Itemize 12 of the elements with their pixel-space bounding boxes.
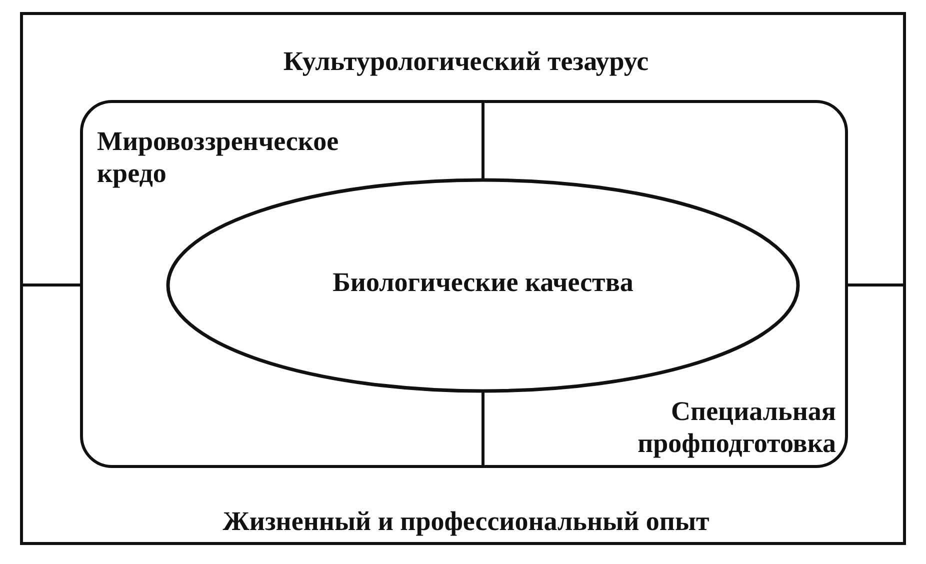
node-label: Культурологический тезаурус [282, 45, 650, 78]
node-label: Специальная профподготовка [636, 395, 836, 460]
connector-line [482, 100, 484, 180]
outer-frame [20, 12, 906, 545]
connector-line [848, 284, 906, 286]
node-label: Жизненный и профессиональный опыт [222, 505, 710, 538]
node-label: Биологические качества [332, 266, 634, 298]
connector-line [20, 284, 80, 286]
connector-line [482, 391, 484, 468]
node-label: Мировоззренческое кредо [97, 125, 340, 190]
rounded-frame [80, 100, 848, 468]
ellipse-shape [166, 178, 800, 393]
